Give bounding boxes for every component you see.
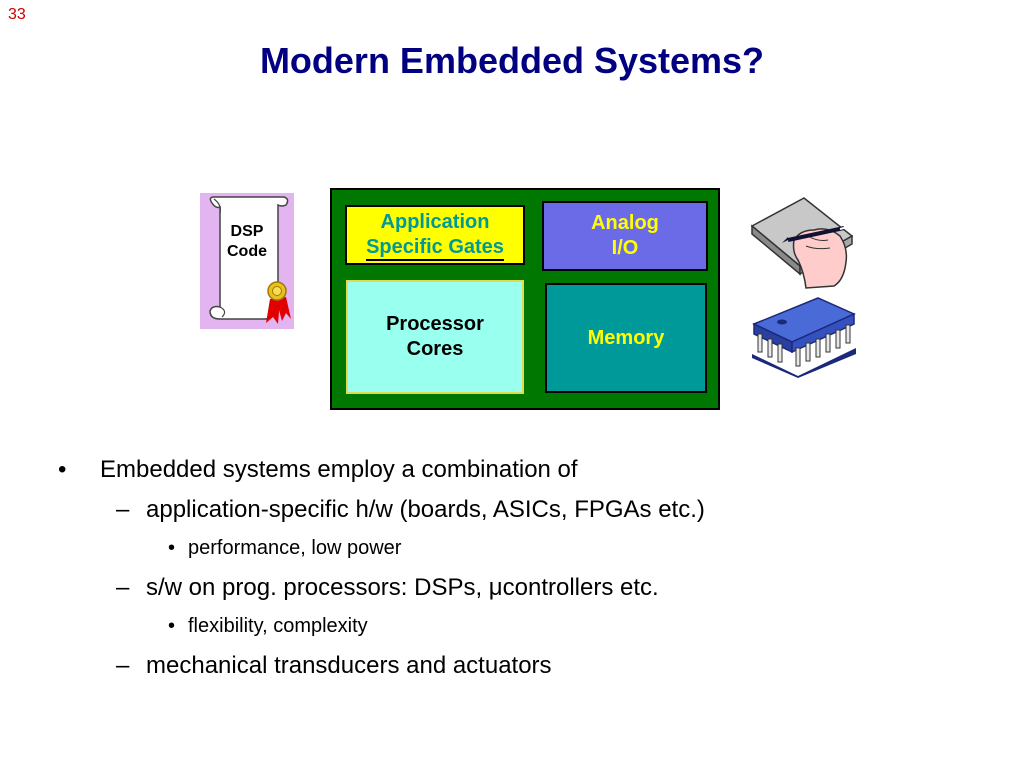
analog-label-line2: I/O: [611, 237, 639, 259]
bullet-text: Embedded systems employ a combination of: [100, 456, 578, 483]
sub-bullet-text: mechanical transducers and actuators: [146, 652, 552, 679]
hand-writing-pen-icon: [748, 196, 858, 297]
scroll-label: DSP Code: [216, 222, 278, 262]
slide-number: 33: [8, 6, 26, 23]
scroll-certificate-icon: [200, 193, 294, 334]
scroll-label-line1: DSP: [230, 223, 264, 240]
bullet-marker: •: [58, 456, 67, 483]
memory-block: Memory: [545, 283, 707, 393]
integrated-circuit-chip-icon: [748, 292, 860, 383]
processor-label-line2: Cores: [406, 338, 464, 360]
dash-marker: –: [116, 496, 130, 523]
bullet-marker: •: [168, 537, 176, 559]
processor-cores-block: Processor Cores: [346, 280, 524, 394]
bullet-marker: •: [168, 615, 176, 637]
sub-sub-bullet-text: flexibility, complexity: [188, 615, 368, 637]
scroll-label-line2: Code: [227, 243, 267, 260]
sub-sub-bullet-text: performance, low power: [188, 537, 402, 559]
slide-title: Modern Embedded Systems?: [259, 40, 765, 81]
processor-label-line1: Processor: [386, 313, 484, 335]
analog-io-block: Analog I/O: [542, 201, 708, 271]
dash-marker: –: [116, 574, 130, 601]
sub-bullet-text: s/w on prog. processors: DSPs, μcontroll…: [146, 574, 659, 601]
analog-label-line1: Analog: [591, 212, 659, 234]
asic-label-line2: Specific Gates: [366, 236, 504, 261]
asic-label-line1: Application: [380, 211, 490, 233]
sub-bullet-text: application-specific h/w (boards, ASICs,…: [146, 496, 705, 523]
memory-label: Memory: [587, 326, 665, 349]
dash-marker: –: [116, 652, 130, 679]
application-specific-gates-block: Application Specific Gates: [345, 205, 525, 265]
